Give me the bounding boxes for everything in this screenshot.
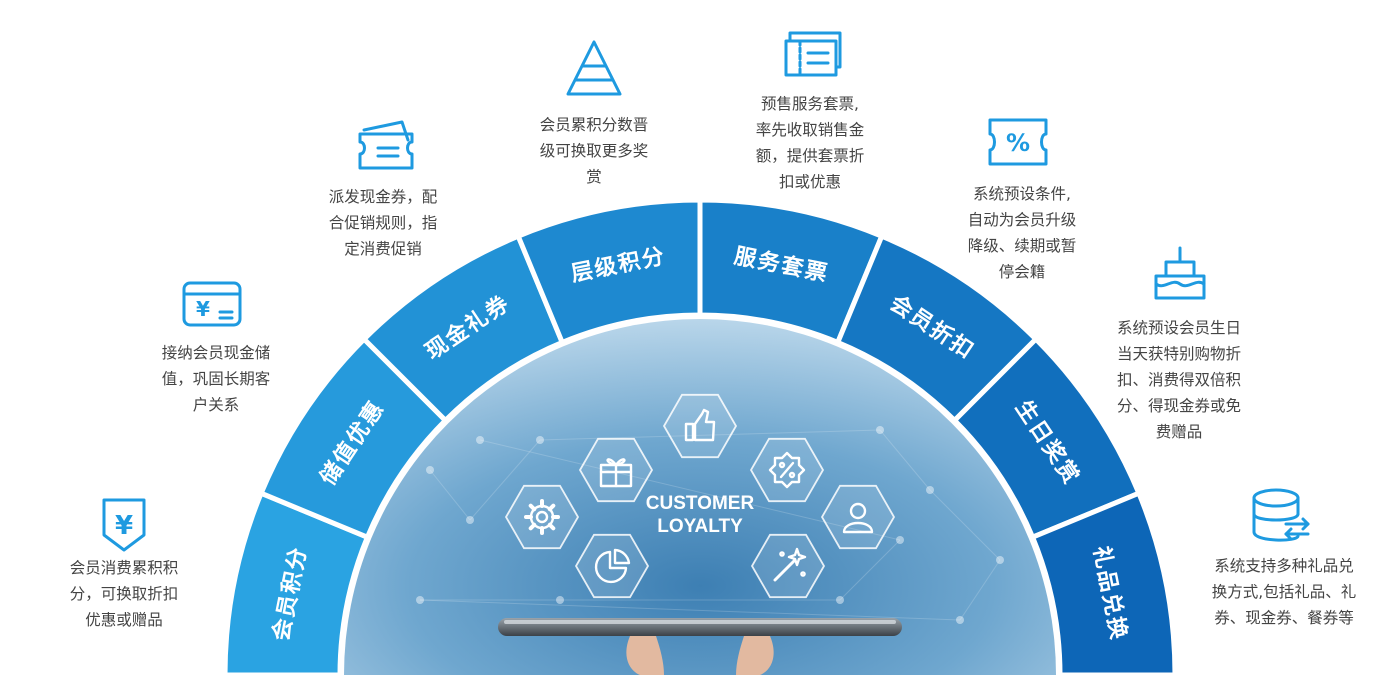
gear-icon bbox=[504, 484, 580, 550]
center-panel: CUSTOMER LOYALTY bbox=[344, 319, 1056, 675]
segment-description: 预售服务套票, 率先收取销售金 额，提供套票折 扣或优惠 bbox=[755, 95, 865, 191]
pie-chart-icon bbox=[574, 533, 650, 599]
segment-description: 会员累积分数晋 级可换取更多奖 赏 bbox=[539, 116, 649, 186]
gift-icon bbox=[578, 437, 654, 503]
tablet-with-hands bbox=[498, 618, 902, 675]
magic-wand-icon bbox=[750, 533, 826, 599]
segment-description: 接纳会员现金储 值，巩固长期客 户关系 bbox=[161, 344, 271, 414]
birthday-cake-icon bbox=[1154, 246, 1206, 300]
yen-card-icon: ¥ bbox=[182, 281, 242, 327]
segment-description: 会员消费累积积 分，可换取折扣 优惠或赠品 bbox=[69, 559, 179, 629]
yen-coupon-icon: ¥ bbox=[102, 498, 146, 552]
center-background bbox=[344, 319, 1056, 675]
database-exchange-icon bbox=[1252, 488, 1310, 542]
segment-description: 系统预设会员生日 当天获特别购物折 扣、消费得双倍积 分、得现金券或免 费赠品 bbox=[1116, 319, 1241, 441]
center-title-line2: LOYALTY bbox=[657, 516, 743, 537]
segment-description: 系统预设条件, 自动为会员升级 降级、续期或暂 停会籍 bbox=[967, 185, 1077, 281]
svg-text:¥: ¥ bbox=[115, 511, 133, 541]
segment-arc: 会员积分储值优惠现金礼券层级积分服务套票会员折扣生日奖赏礼品兑换 bbox=[222, 197, 1178, 675]
tickets-icon bbox=[784, 31, 842, 77]
segment-description: 派发现金券，配 合促销规则，指 定消费促销 bbox=[328, 188, 438, 258]
discount-ticket-icon: % bbox=[988, 118, 1048, 166]
user-icon bbox=[820, 484, 896, 550]
arc-segment bbox=[1029, 489, 1178, 675]
center-network-dots bbox=[416, 426, 1004, 624]
center-title-line1: CUSTOMER bbox=[646, 493, 755, 514]
thumbs-up-icon bbox=[662, 393, 738, 459]
pyramid-icon bbox=[566, 40, 622, 96]
svg-text:¥: ¥ bbox=[196, 297, 210, 321]
percent-badge-icon bbox=[749, 437, 825, 503]
svg-text:%: % bbox=[1006, 129, 1030, 157]
feature-icons: ¥ ¥% bbox=[102, 31, 1310, 552]
segment-description: 系统支持多种礼品兑 换方式,包括礼品、礼 券、现金券、餐券等 bbox=[1211, 557, 1357, 627]
cash-coupon-icon bbox=[358, 120, 414, 170]
hex-icon-group bbox=[504, 393, 896, 599]
